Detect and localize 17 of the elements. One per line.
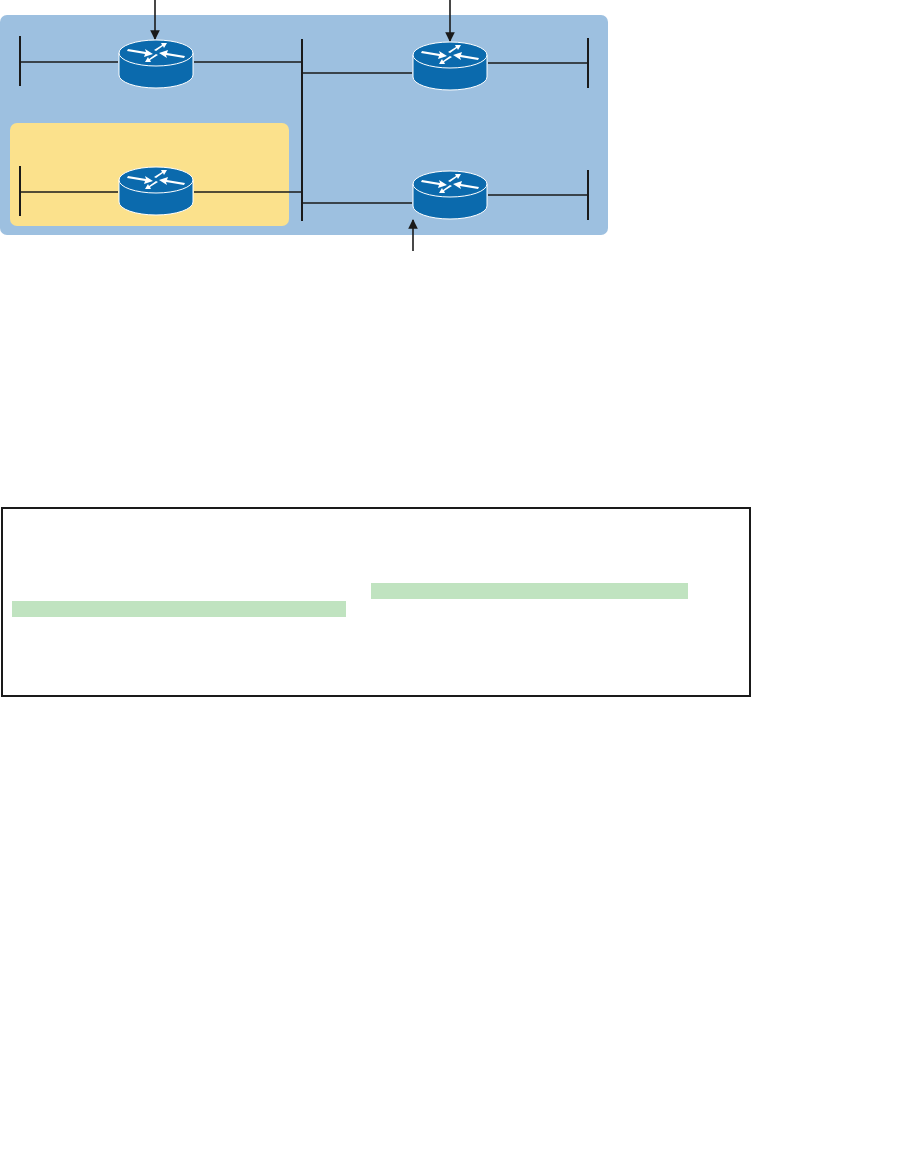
connection-line: [193, 61, 302, 63]
connection-line: [302, 202, 413, 204]
router-icon: [412, 170, 488, 220]
connection-line: [302, 72, 413, 74]
router-icon: [118, 39, 194, 89]
connection-line: [487, 194, 588, 196]
connection-line: [193, 191, 302, 193]
shaded-area: [0, 15, 608, 235]
shaded-area: [10, 123, 289, 226]
router-icon: [412, 41, 488, 91]
connection-line: [20, 61, 119, 63]
arrow: [150, 0, 160, 40]
arrow: [408, 219, 418, 252]
connection-line: [487, 62, 588, 64]
arrow: [445, 0, 455, 42]
router-icon: [118, 166, 194, 216]
connection-line: [20, 191, 119, 193]
